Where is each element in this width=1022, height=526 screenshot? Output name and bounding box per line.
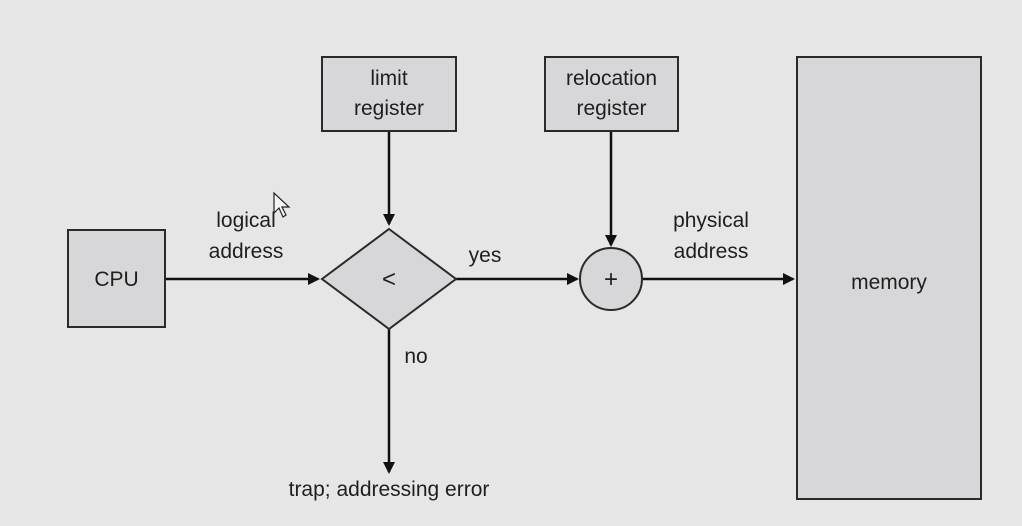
adder-node: + bbox=[579, 247, 643, 311]
mouse-cursor-icon bbox=[273, 191, 291, 218]
physical-address-label-line2: address bbox=[674, 240, 749, 263]
compare-symbol: < bbox=[382, 266, 396, 293]
limit-register-node: limit register bbox=[321, 56, 457, 132]
compare-decision-node: < bbox=[320, 227, 458, 331]
memory-label: memory bbox=[851, 271, 927, 294]
trap-label: trap; addressing error bbox=[289, 478, 490, 501]
yes-label: yes bbox=[469, 244, 502, 267]
cpu-node: CPU bbox=[67, 229, 166, 328]
physical-address-label-line1: physical bbox=[673, 209, 749, 232]
logical-address-label-line2: address bbox=[209, 240, 284, 263]
relocation-register-label-line1: relocation bbox=[566, 67, 657, 90]
limit-register-label-line1: limit bbox=[370, 67, 407, 90]
memory-node: memory bbox=[796, 56, 982, 500]
adder-symbol: + bbox=[604, 266, 618, 293]
limit-register-label-line2: register bbox=[354, 97, 424, 120]
no-label: no bbox=[404, 345, 427, 368]
cpu-label: CPU bbox=[94, 268, 138, 291]
logical-address-label-line1: logical bbox=[216, 209, 276, 232]
relocation-register-label-line2: register bbox=[576, 97, 646, 120]
relocation-register-node: relocation register bbox=[544, 56, 679, 132]
